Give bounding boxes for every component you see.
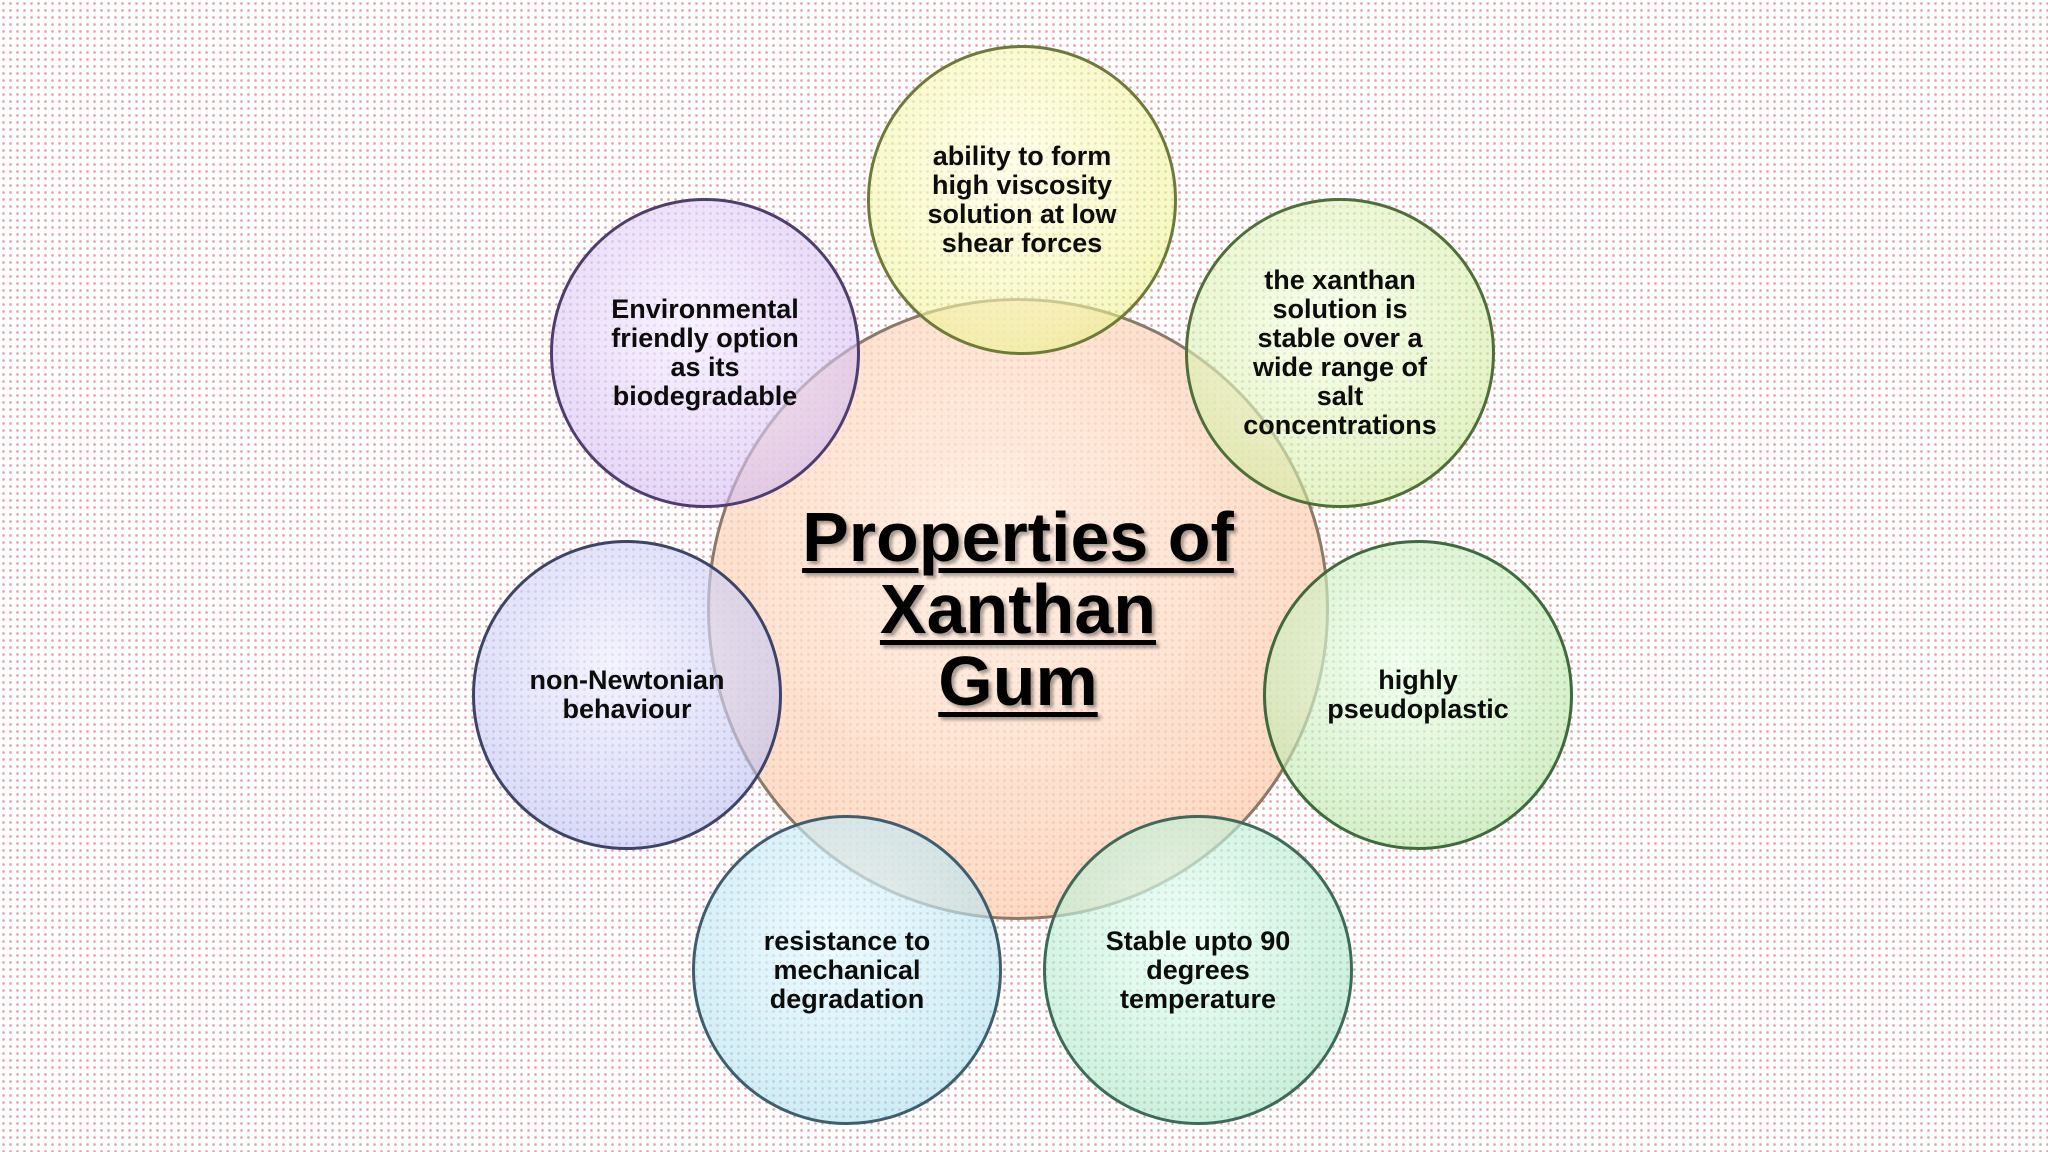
petal-non-newtonian-label: non-Newtonian behaviour: [500, 666, 755, 724]
petal-line: behaviour: [562, 694, 692, 724]
center-title-line-3: Gum: [938, 642, 1098, 720]
petal-biodegradable-label: Environmental friendly option as its bio…: [581, 295, 829, 411]
petal-biodegradable: Environmental friendly option as its bio…: [550, 198, 860, 508]
center-title: Properties of Xanthan Gum: [742, 501, 1294, 717]
petal-line: temperature: [1119, 983, 1277, 1014]
petal-line: Stable upto 90: [1105, 925, 1291, 956]
petal-line: the xanthan: [1264, 265, 1416, 295]
petal-line: stable over a: [1257, 323, 1423, 353]
petal-line: resistance to: [763, 925, 931, 956]
petal-pseudoplastic-label: highly pseudoplastic: [1297, 666, 1539, 724]
petal-pseudoplastic: highly pseudoplastic: [1263, 540, 1573, 850]
petal-mechanical-resistance-label: resistance to mechanical degradation: [734, 925, 961, 1014]
petal-non-newtonian: non-Newtonian behaviour: [472, 540, 782, 850]
petal-line: degradation: [769, 983, 925, 1014]
petal-line: wide range of: [1252, 352, 1427, 382]
petal-line: degrees: [1146, 954, 1250, 985]
petal-salt-stability: the xanthan solution is stable over a wi…: [1185, 198, 1495, 508]
petal-temperature-label: Stable upto 90 degrees temperature: [1076, 925, 1321, 1014]
petal-line: ability to form: [932, 141, 1112, 171]
petal-line: friendly option: [611, 323, 799, 353]
petal-viscosity: ability to form high viscosity solution …: [867, 45, 1177, 355]
petal-line: solution is: [1272, 294, 1408, 324]
petal-salt-stability-label: the xanthan solution is stable over a wi…: [1213, 266, 1467, 440]
petal-line: Environmental: [611, 294, 799, 324]
petal-viscosity-label: ability to form high viscosity solution …: [898, 142, 1147, 258]
petal-line: concentrations: [1243, 410, 1437, 440]
petal-line: shear forces: [941, 228, 1103, 258]
petal-line: high viscosity: [931, 170, 1113, 200]
petal-line: as its: [670, 352, 740, 382]
petal-line: mechanical: [773, 954, 921, 985]
center-title-line-2: Xanthan: [879, 570, 1157, 648]
petal-line: highly: [1378, 665, 1458, 695]
petal-mechanical-resistance: resistance to mechanical degradation: [692, 815, 1002, 1125]
petal-line: pseudoplastic: [1327, 694, 1509, 724]
petal-line: salt: [1316, 381, 1364, 411]
petal-line: biodegradable: [612, 381, 798, 411]
petal-line: solution at low: [927, 199, 1117, 229]
petal-line: non-Newtonian: [529, 665, 725, 695]
petal-temperature: Stable upto 90 degrees temperature: [1043, 815, 1353, 1125]
center-title-line-1: Properties of: [802, 498, 1234, 576]
